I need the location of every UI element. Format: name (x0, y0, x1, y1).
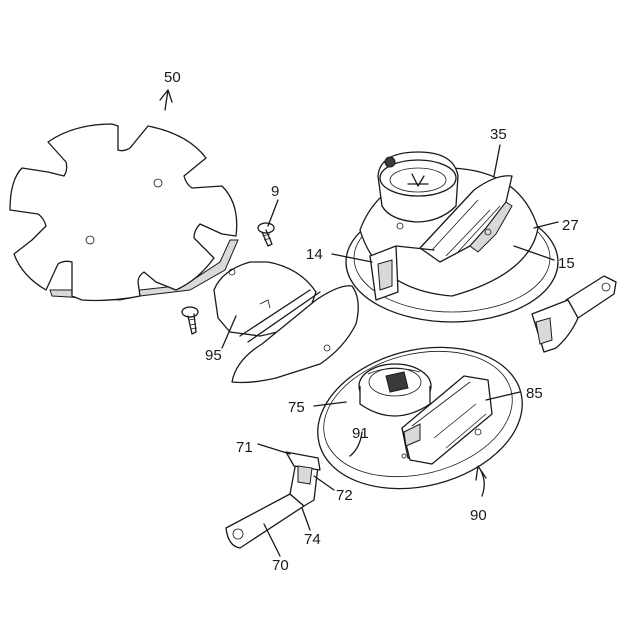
label-74: 74 (304, 531, 321, 548)
label-71: 71 (236, 439, 253, 456)
label-90: 90 (470, 507, 487, 524)
label-91: 91 (352, 425, 369, 442)
screw-lower-part (182, 307, 198, 334)
label-72: 72 (336, 487, 353, 504)
screw-upper-part (258, 200, 278, 246)
label-95: 95 (205, 347, 222, 364)
label-15: 15 (558, 255, 575, 272)
label-35: 35 (490, 126, 507, 143)
label-50: 50 (164, 69, 181, 86)
label-27: 27 (562, 217, 579, 234)
label-70: 70 (272, 557, 289, 574)
lamp-housing-part (332, 145, 558, 322)
disc-plate-part (10, 90, 238, 301)
base-plate-part (303, 327, 538, 509)
label-9: 9 (271, 183, 279, 200)
shield-plate-part (214, 262, 358, 383)
label-14: 14 (306, 246, 323, 263)
label-85: 85 (526, 385, 543, 402)
label-75: 75 (288, 399, 305, 416)
